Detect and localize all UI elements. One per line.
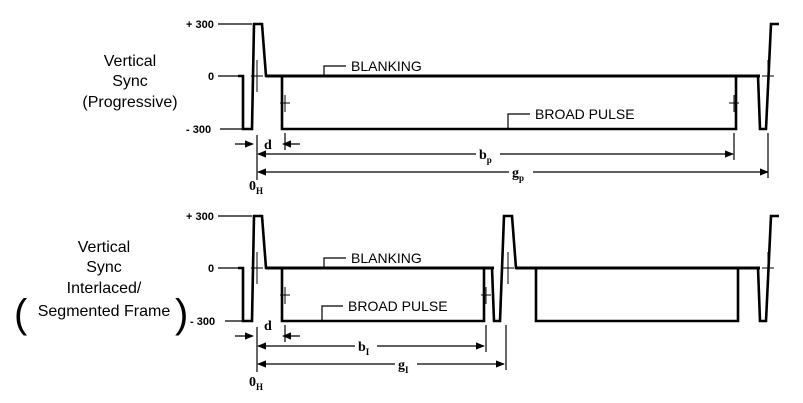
interlaced-level-zero: 0 [208,263,214,275]
interlaced-gi-label-bg [395,355,417,373]
progressive-panel: Vertical Sync (Progressive) + 300 0 - 30… [82,19,779,196]
progressive-label-line-3: (Progressive) [82,94,177,111]
interlaced-label-close-paren: ) [175,292,188,336]
interlaced-label-line-2: Sync [86,259,122,276]
progressive-bp-label-bg [476,145,500,163]
interlaced-bi-label: bI [358,340,370,357]
progressive-blanking-leader [323,65,346,76]
interlaced-label-line-4: Segmented Frame [38,303,171,320]
progressive-bp-label: bp [479,148,492,165]
interlaced-origin-label: 0H [249,375,263,392]
interlaced-level-minus-300: - 300 [190,316,215,328]
progressive-label-line-1: Vertical [104,53,156,70]
interlaced-label-open-paren: ( [14,292,28,336]
interlaced-broad-pulse-leader [321,305,343,321]
interlaced-panel: Vertical Sync Interlaced/ Segmented Fram… [14,211,779,392]
progressive-gp-label: gp [512,166,524,183]
interlaced-level-plus-300: + 300 [186,211,214,223]
progressive-gp-label-bg [509,163,533,181]
progressive-half-amplitude-ticks [251,60,774,112]
progressive-level-minus-300: - 300 [186,124,211,136]
interlaced-label-line-3: Interlaced/ [67,280,142,297]
interlaced-blanking-leader [323,257,346,268]
interlaced-d-label: d [264,319,272,334]
interlaced-blanking-label: BLANKING [351,250,422,266]
progressive-broad-pulse-leader [507,113,530,129]
interlaced-bi-label-bg [355,337,377,355]
interlaced-broad-pulse-label: BROAD PULSE [348,298,448,314]
progressive-d-label: d [264,138,272,153]
progressive-label-line-2: Sync [112,73,148,90]
interlaced-label-line-1: Vertical [78,239,130,256]
progressive-origin-label: 0H [249,179,263,196]
progressive-blanking-label: BLANKING [351,58,422,74]
progressive-broad-pulse-label: BROAD PULSE [535,106,635,122]
progressive-level-plus-300: + 300 [186,19,214,31]
interlaced-half-amplitude-ticks [251,252,774,304]
progressive-level-zero: 0 [208,71,214,83]
interlaced-gi-label: gI [398,358,409,375]
